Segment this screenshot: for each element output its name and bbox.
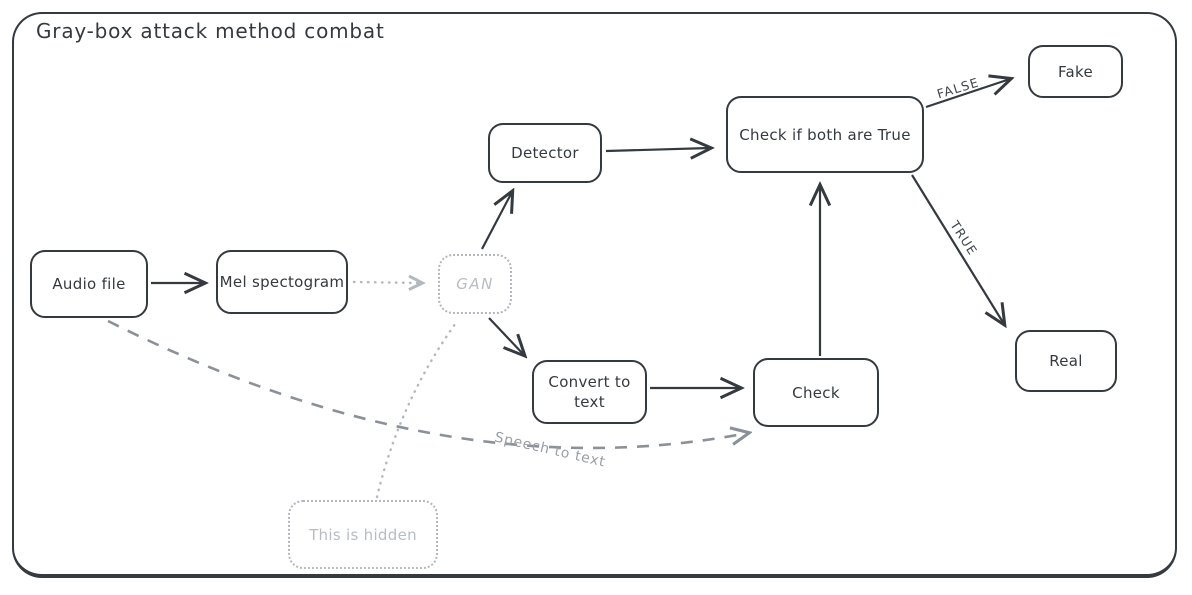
node-mel-spectogram[interactable]: Mel spectogram <box>216 250 348 314</box>
edge-gan-to-detector <box>481 192 512 250</box>
node-gan-label: GAN <box>456 275 494 293</box>
node-this-is-hidden-label: This is hidden <box>309 525 417 544</box>
node-this-is-hidden[interactable]: This is hidden <box>288 500 438 569</box>
node-convert-to-text[interactable]: Convert to text <box>532 360 647 424</box>
node-detector-label: Detector <box>511 144 579 162</box>
node-convert-to-text-label: Convert to text <box>548 372 631 411</box>
edge-audio-to-check-speech <box>107 319 748 450</box>
node-check[interactable]: Check <box>753 358 879 427</box>
edge-checkboth-to-real <box>911 174 1004 324</box>
node-audio-file-label: Audio file <box>52 275 126 293</box>
edge-gan-to-convert <box>488 317 524 355</box>
node-fake[interactable]: Fake <box>1028 45 1123 98</box>
node-real-label: Real <box>1049 352 1083 370</box>
node-fake-label: Fake <box>1057 62 1094 81</box>
node-check-if-both-are-true[interactable]: Check if both are True <box>726 96 924 173</box>
edge-hidden-to-gan <box>375 318 460 499</box>
node-real[interactable]: Real <box>1015 330 1117 392</box>
node-detector[interactable]: Detector <box>488 123 602 183</box>
edge-checkboth-to-fake <box>925 79 1010 109</box>
node-gan[interactable]: GAN <box>438 254 512 314</box>
node-audio-file[interactable]: Audio file <box>30 250 148 318</box>
node-mel-spectogram-label: Mel spectogram <box>219 273 345 291</box>
node-check-if-both-are-true-label: Check if both are True <box>739 125 911 144</box>
diagram-frame <box>12 12 1177 578</box>
diagram-title: Gray-box attack method combat <box>36 19 385 43</box>
edge-mel-to-gan <box>352 282 421 283</box>
node-check-label: Check <box>792 383 840 402</box>
edge-detector-to-checkboth <box>605 148 710 151</box>
